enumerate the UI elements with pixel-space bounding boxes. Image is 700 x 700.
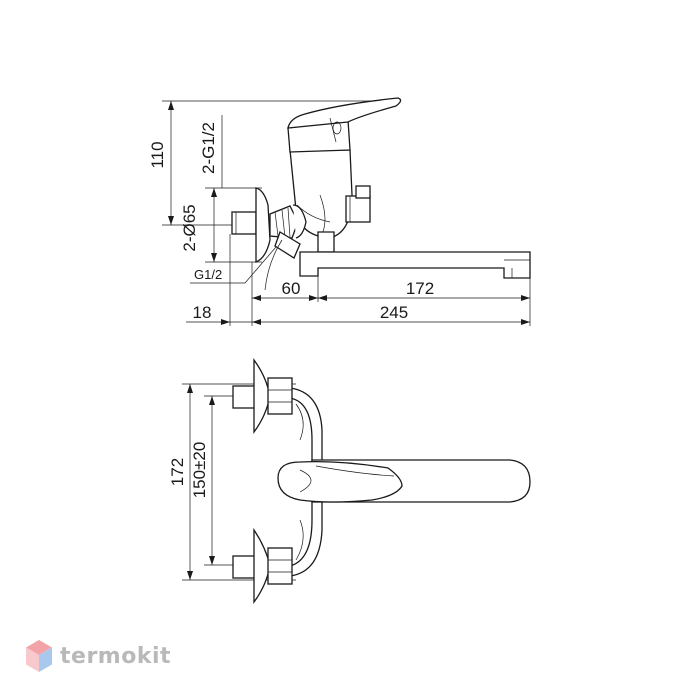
arrow-icon <box>209 396 215 405</box>
lower-inlet-pipe <box>232 555 256 579</box>
eccentric-connector <box>274 231 301 259</box>
lever-handle-top <box>277 460 403 503</box>
arrow-icon <box>221 319 230 325</box>
termokit-logo-icon <box>26 640 52 672</box>
dim-110-label: 110 <box>148 141 167 168</box>
upper-inlet-pipe <box>232 385 256 409</box>
dim-60-label: 60 <box>282 279 301 298</box>
dim-150-label: 150±20 <box>190 442 209 499</box>
diverter-knob <box>345 195 371 223</box>
dim-172-vertical-label: 172 <box>168 458 187 486</box>
arrow-icon <box>187 571 193 580</box>
dim-172-label: 172 <box>406 279 434 298</box>
spout-connector <box>317 231 335 253</box>
dim-diameter-label: 2-Ø65 <box>180 204 199 251</box>
arrow-icon <box>309 295 318 301</box>
arrow-icon <box>187 384 193 393</box>
arrow-icon <box>252 295 261 301</box>
body-contour-lines <box>295 403 304 561</box>
inlet-pipe <box>231 211 257 235</box>
arrow-icon <box>209 556 215 565</box>
termokit-watermark: termokit <box>24 636 171 676</box>
arrow-icon <box>211 253 217 262</box>
arrow-icon <box>521 295 530 301</box>
handle-edge <box>315 465 395 477</box>
connector-curve <box>264 239 283 291</box>
lever-handle <box>287 97 402 129</box>
dim-245-label: 245 <box>380 303 408 322</box>
arrow-icon <box>211 188 217 197</box>
arrow-icon <box>521 319 530 325</box>
lower-nut <box>267 547 293 585</box>
dim-18-label: 18 <box>193 303 212 322</box>
handle-curve <box>299 469 312 493</box>
arrow-icon <box>318 295 327 301</box>
diverter-cap <box>355 185 371 199</box>
brand-name: termokit <box>60 643 172 669</box>
top-view: 172 150±20 <box>168 358 531 604</box>
side-view: 110 2-G1/2 2-Ø65 G1/2 <box>148 97 531 326</box>
arrow-icon <box>168 216 174 225</box>
upper-nut <box>267 377 293 415</box>
flange <box>255 187 271 263</box>
arrow-icon <box>168 101 174 110</box>
nut-facets <box>274 207 291 238</box>
dim-thread-bottom-label: G1/2 <box>194 267 222 282</box>
mixer-body-rear <box>292 204 307 239</box>
spout <box>299 251 531 279</box>
indicator-icon <box>332 121 342 135</box>
dim-thread-top-label: 2-G1/2 <box>199 122 218 174</box>
